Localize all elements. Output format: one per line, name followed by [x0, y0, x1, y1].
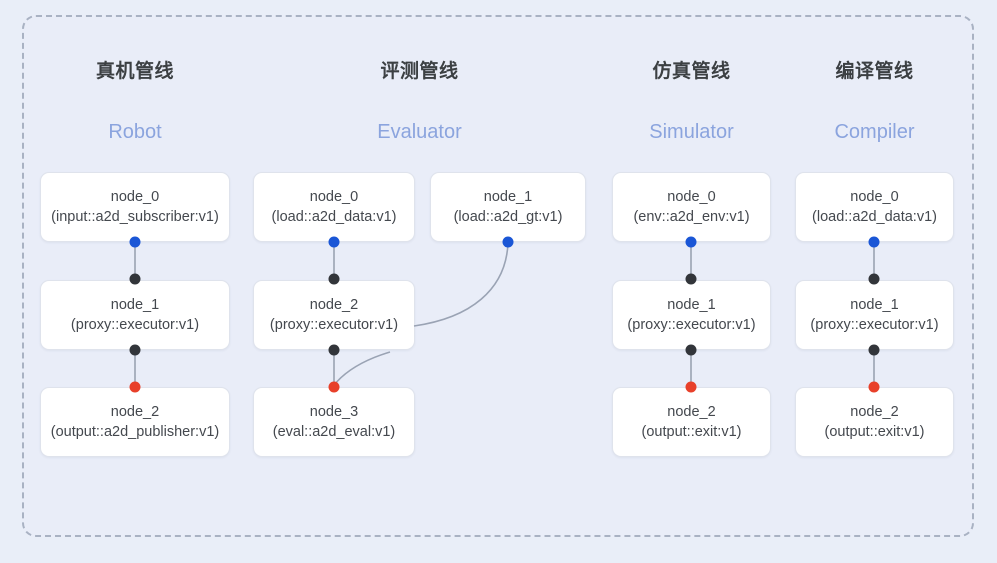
port-input-eval-node-2[interactable]: [328, 273, 340, 285]
port-input-robot-node-2[interactable]: [129, 381, 141, 393]
column-subtitle-simulator: Simulator: [649, 121, 734, 143]
node-spec: (proxy::executor:v1): [810, 316, 939, 333]
port-input-robot-node-1[interactable]: [129, 273, 141, 285]
link-eval-0-2: [333, 241, 335, 279]
node-comp-node-0[interactable]: node_0 (load::a2d_data:v1): [795, 172, 954, 242]
node-spec: (load::a2d_data:v1): [812, 208, 937, 225]
node-name: node_2: [309, 296, 359, 313]
port-output-sim-node-0[interactable]: [685, 236, 697, 248]
link-comp-1-2: [873, 350, 875, 387]
node-eval-node-1[interactable]: node_1 (load::a2d_gt:v1): [430, 172, 586, 242]
node-comp-node-2[interactable]: node_2 (output::exit:v1): [795, 387, 954, 457]
node-spec: (input::a2d_subscriber:v1): [51, 208, 219, 225]
link-sim-0-1: [690, 241, 692, 279]
node-spec: (proxy::executor:v1): [627, 316, 756, 333]
node-robot-node-0[interactable]: node_0 (input::a2d_subscriber:v1): [40, 172, 230, 242]
node-name: node_1: [483, 188, 533, 205]
column-header-simulator: 仿真管线 Simulator: [612, 60, 771, 144]
node-name: node_0: [667, 188, 716, 205]
node-name: node_0: [110, 188, 160, 205]
port-output-sim-node-1[interactable]: [685, 344, 697, 356]
column-subtitle-evaluator: Evaluator: [377, 121, 462, 143]
node-spec: (proxy::executor:v1): [70, 316, 200, 333]
node-sim-node-0[interactable]: node_0 (env::a2d_env:v1): [612, 172, 771, 242]
port-output-eval-node-1[interactable]: [502, 236, 514, 248]
port-output-robot-node-0[interactable]: [129, 236, 141, 248]
node-sim-node-2[interactable]: node_2 (output::exit:v1): [612, 387, 771, 457]
node-spec: (output::exit:v1): [641, 423, 742, 440]
port-output-eval-node-2[interactable]: [328, 344, 340, 356]
node-robot-node-2[interactable]: node_2 (output::a2d_publisher:v1): [40, 387, 230, 457]
port-output-comp-node-1[interactable]: [868, 344, 880, 356]
node-name: node_1: [850, 296, 899, 313]
node-name: node_0: [850, 188, 899, 205]
column-subtitle-compiler: Compiler: [834, 121, 915, 143]
node-spec: (env::a2d_env:v1): [633, 208, 750, 225]
column-subtitle-robot: Robot: [108, 121, 162, 143]
column-title-compiler: 编译管线: [835, 61, 914, 82]
column-header-evaluator: 评测管线 Evaluator: [253, 60, 586, 144]
node-name: node_2: [667, 403, 716, 420]
port-input-sim-node-1[interactable]: [685, 273, 697, 285]
port-input-eval-node-3[interactable]: [328, 381, 340, 393]
node-name: node_3: [309, 403, 359, 420]
node-comp-node-1[interactable]: node_1 (proxy::executor:v1): [795, 280, 954, 350]
node-spec: (load::a2d_gt:v1): [453, 208, 563, 225]
node-spec: (proxy::executor:v1): [269, 316, 399, 333]
port-output-robot-node-1[interactable]: [129, 344, 141, 356]
node-sim-node-1[interactable]: node_1 (proxy::executor:v1): [612, 280, 771, 350]
column-title-robot: 真机管线: [95, 61, 174, 82]
node-spec: (load::a2d_data:v1): [271, 208, 397, 225]
port-output-comp-node-0[interactable]: [868, 236, 880, 248]
node-name: node_2: [850, 403, 899, 420]
column-header-robot: 真机管线 Robot: [40, 60, 230, 144]
node-robot-node-1[interactable]: node_1 (proxy::executor:v1): [40, 280, 230, 350]
column-header-compiler: 编译管线 Compiler: [795, 60, 954, 144]
link-robot-0-1: [134, 241, 136, 279]
node-spec: (output::exit:v1): [824, 423, 925, 440]
node-name: node_2: [110, 403, 160, 420]
link-robot-1-2: [134, 350, 136, 387]
node-name: node_1: [667, 296, 716, 313]
node-name: node_0: [309, 188, 359, 205]
port-input-sim-node-2[interactable]: [685, 381, 697, 393]
node-spec: (eval::a2d_eval:v1): [272, 423, 396, 440]
node-name: node_1: [110, 296, 160, 313]
node-eval-node-2[interactable]: node_2 (proxy::executor:v1): [253, 280, 415, 350]
node-eval-node-0[interactable]: node_0 (load::a2d_data:v1): [253, 172, 415, 242]
node-eval-node-3[interactable]: node_3 (eval::a2d_eval:v1): [253, 387, 415, 457]
port-input-comp-node-2[interactable]: [868, 381, 880, 393]
column-title-simulator: 仿真管线: [652, 61, 731, 82]
port-input-comp-node-1[interactable]: [868, 273, 880, 285]
link-comp-0-1: [873, 241, 875, 279]
link-sim-1-2: [690, 350, 692, 387]
port-output-eval-node-0[interactable]: [328, 236, 340, 248]
node-spec: (output::a2d_publisher:v1): [50, 423, 220, 440]
column-title-evaluator: 评测管线: [380, 61, 459, 82]
